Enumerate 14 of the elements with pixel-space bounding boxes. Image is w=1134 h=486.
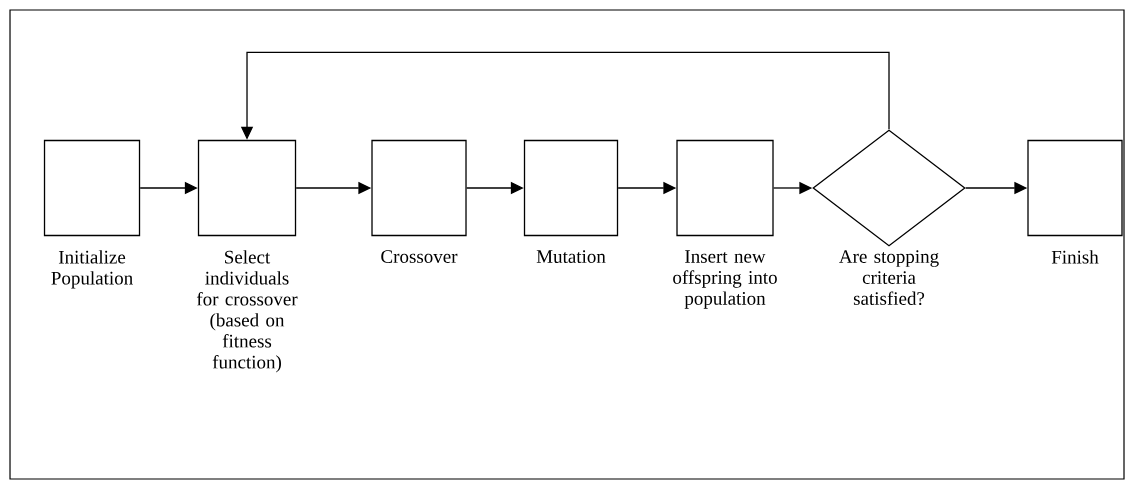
node-caption: Crossover <box>381 250 458 263</box>
node-caption: Initialize Population <box>51 250 133 289</box>
process-box <box>371 139 467 237</box>
node-caption: Insert new offspring into population <box>673 250 777 309</box>
node-caption: Select individuals for crossover (based on fitness function) <box>196 250 298 373</box>
decision-diamond <box>812 129 966 247</box>
process-box <box>1027 139 1123 237</box>
process-box <box>43 139 141 237</box>
node-caption: Mutation <box>536 250 606 263</box>
node-caption: Are stopping criteria satisfied? <box>839 250 939 306</box>
process-box <box>676 139 774 237</box>
node-caption: Finish <box>1051 250 1099 264</box>
process-box <box>197 139 297 237</box>
process-box <box>523 139 619 237</box>
